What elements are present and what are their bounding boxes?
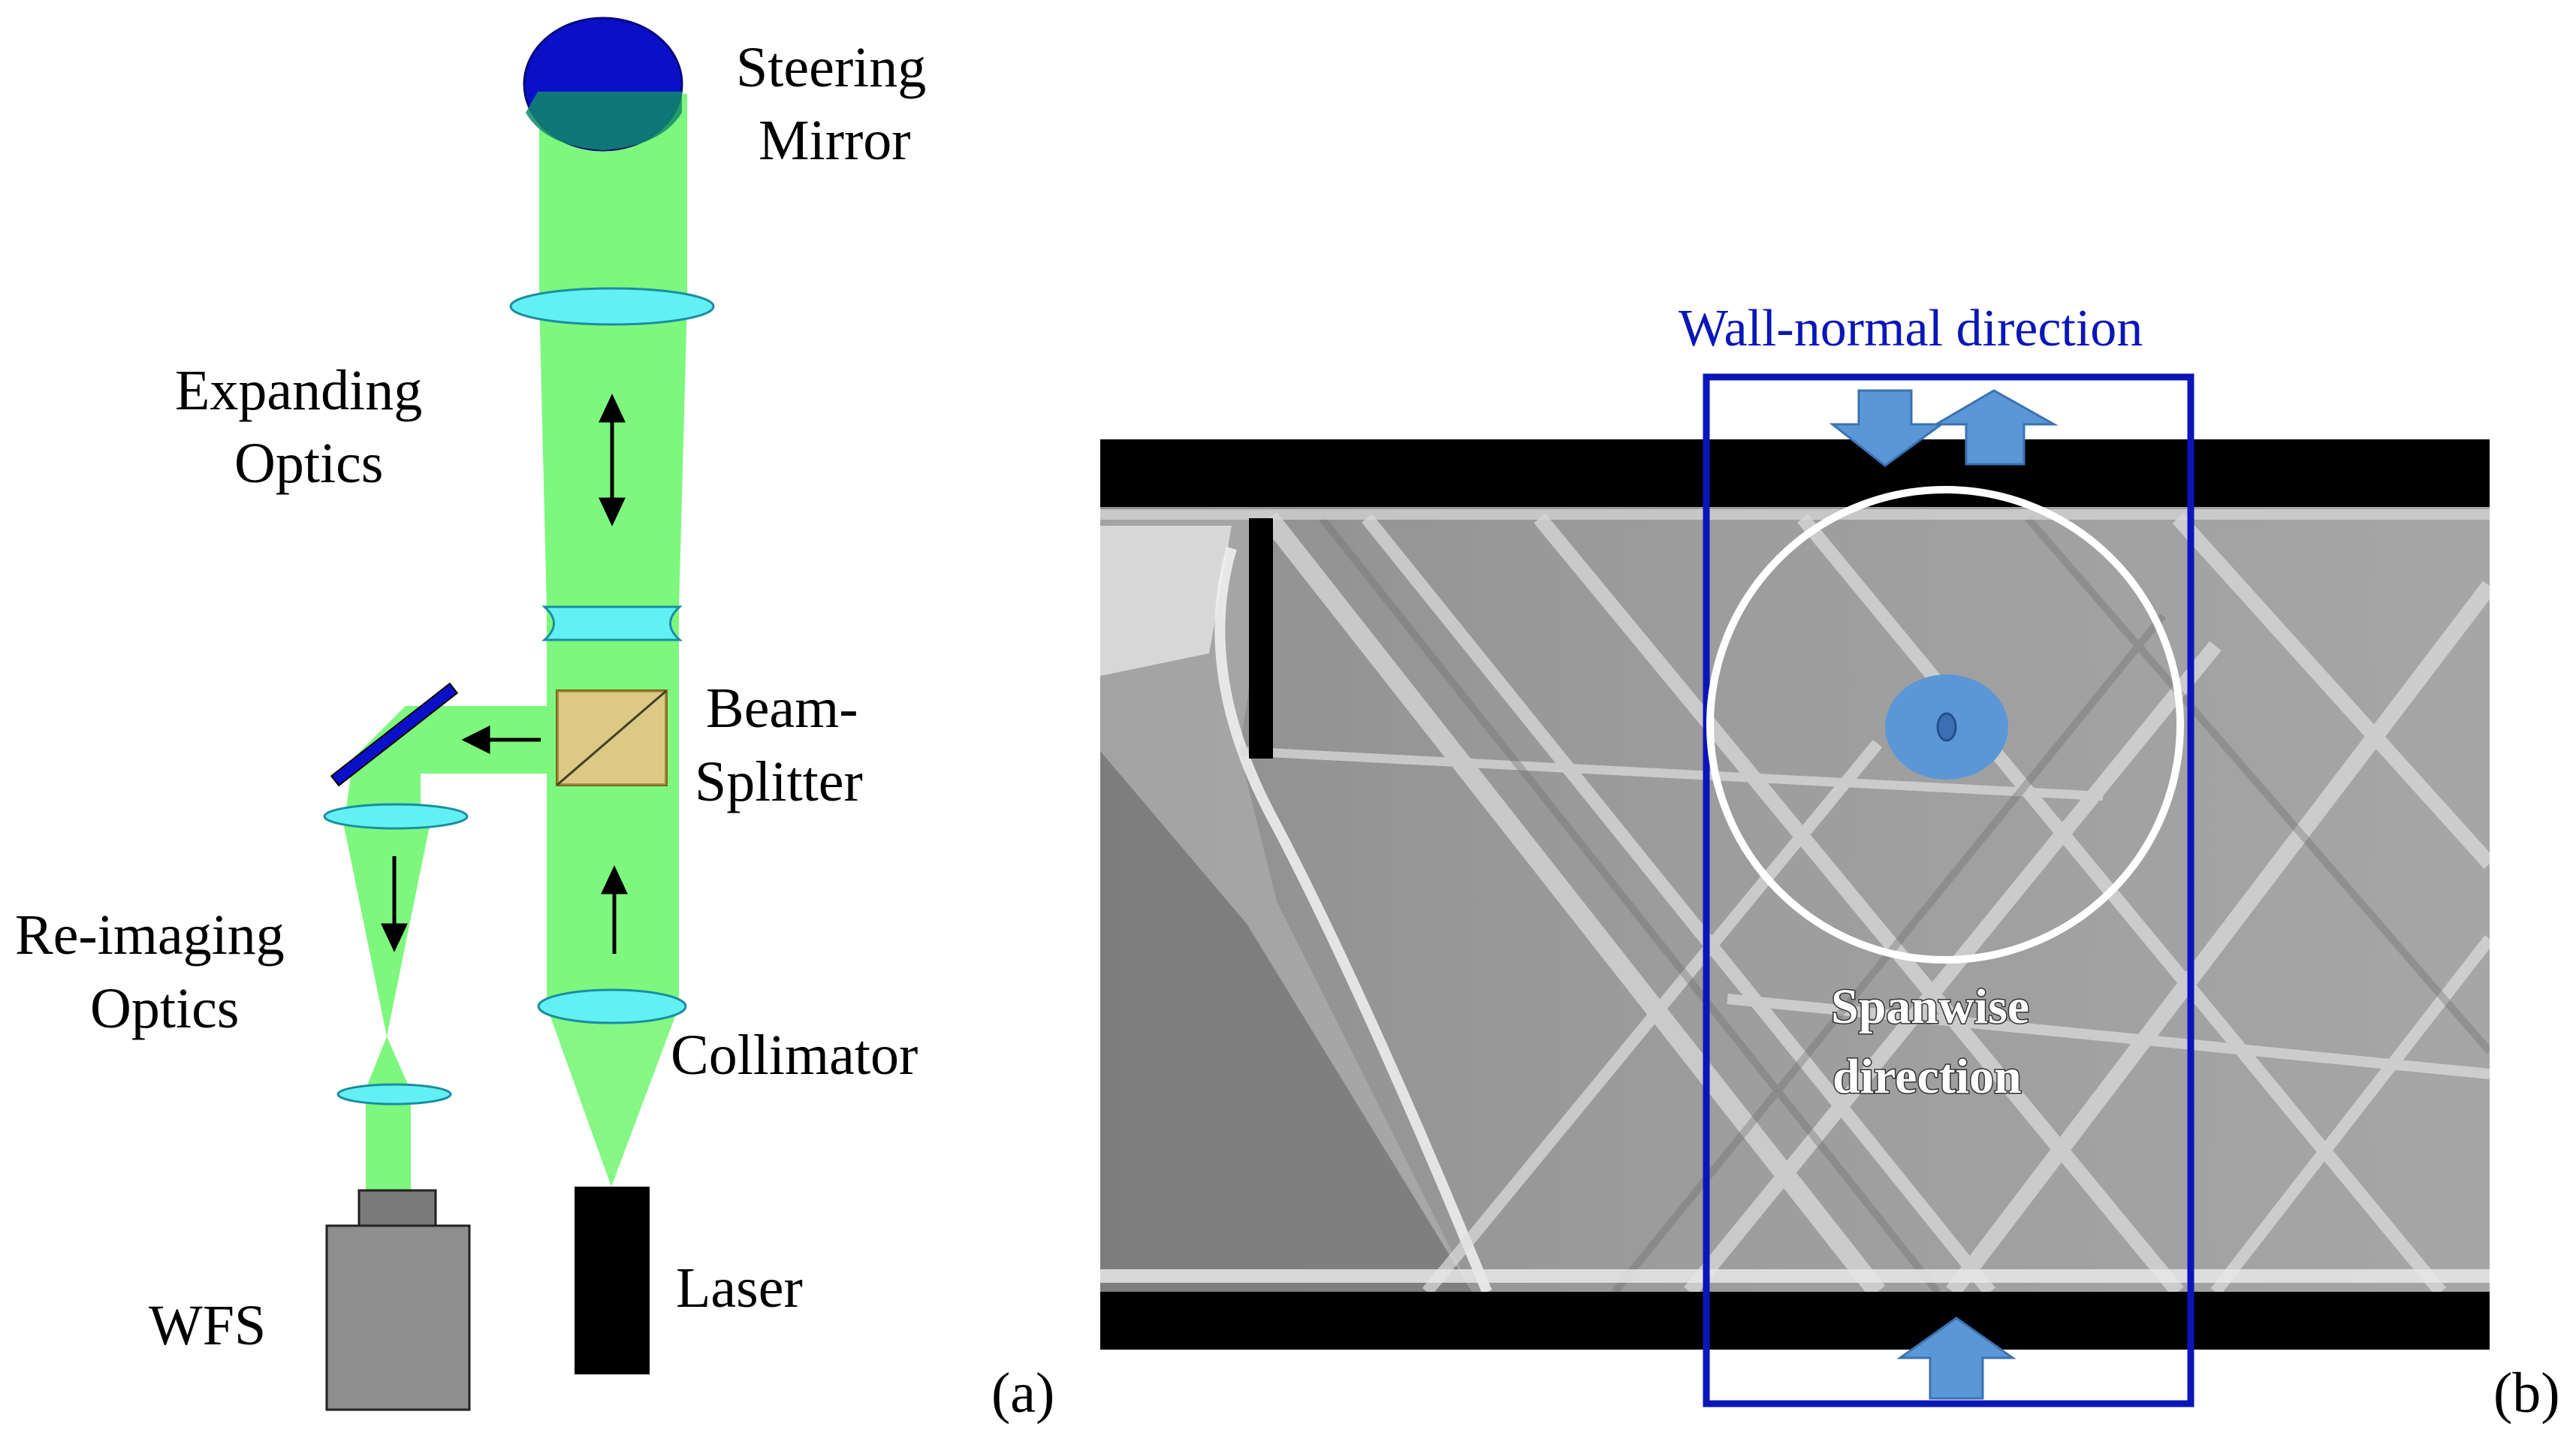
fold-mirror	[330, 682, 459, 787]
expanding-concave-lens	[541, 605, 683, 641]
label-reimaging-optics-1: Re-imaging	[15, 904, 285, 967]
arrow-down-wall-icon	[1829, 389, 1945, 467]
wfs-camera	[325, 1189, 471, 1411]
beam-splitter-cube	[556, 689, 668, 786]
beam-spot-icon	[1885, 674, 2008, 780]
arrow-up-bottom-icon	[1896, 1317, 2016, 1400]
panel-b-flow-image: Wall-normal direction Spanwise direction…	[1100, 300, 2560, 1425]
label-laser: Laser	[676, 1256, 803, 1320]
arrow-up-icon	[601, 865, 628, 954]
label-expanding-optics-2: Optics	[234, 432, 383, 495]
expanding-convex-lens	[509, 287, 715, 326]
arrow-down-icon	[381, 856, 408, 952]
aperture-circle	[1706, 486, 2184, 964]
arrow-up-wall-icon	[1932, 389, 2059, 466]
beam-collimator-cone	[547, 1006, 679, 1187]
label-expanding-optics-1: Expanding	[175, 359, 422, 422]
top-wall	[1100, 439, 2490, 511]
label-spanwise-1: Spanwise	[1831, 979, 2029, 1034]
collimator-lens	[537, 988, 687, 1024]
reimaging-lens-top	[323, 803, 469, 830]
laser-body	[575, 1187, 650, 1374]
bottom-wall	[1100, 1281, 2490, 1350]
label-reimaging-optics-2: Optics	[90, 977, 239, 1040]
beam-reimaging-diverge	[364, 1036, 412, 1093]
double-arrow-icon	[599, 394, 626, 526]
panel-label-b: (b)	[2493, 1362, 2560, 1425]
label-beam-splitter-2: Splitter	[695, 750, 863, 813]
label-spanwise-2: direction	[1832, 1049, 2022, 1104]
schlieren-field	[1100, 507, 2490, 1292]
panel-a-optical-setup: Steering Mirror Expanding Optics Beam- S…	[15, 17, 1054, 1425]
panel-label-a: (a)	[991, 1362, 1054, 1425]
arrow-left-icon	[461, 725, 541, 755]
label-beam-splitter-1: Beam-	[706, 677, 858, 740]
label-collimator: Collimator	[671, 1024, 918, 1087]
label-wfs: WFS	[149, 1294, 266, 1357]
injector-rod	[1249, 518, 1273, 759]
label-steering-mirror-2: Mirror	[759, 109, 911, 172]
label-wall-normal-direction: Wall-normal direction	[1679, 300, 2143, 357]
reimaging-lens-bottom	[336, 1083, 452, 1106]
beam-to-wfs	[366, 1093, 411, 1190]
steering-mirror-icon	[523, 17, 683, 152]
label-steering-mirror-1: Steering	[736, 36, 926, 99]
measurement-box	[1703, 373, 2194, 1407]
